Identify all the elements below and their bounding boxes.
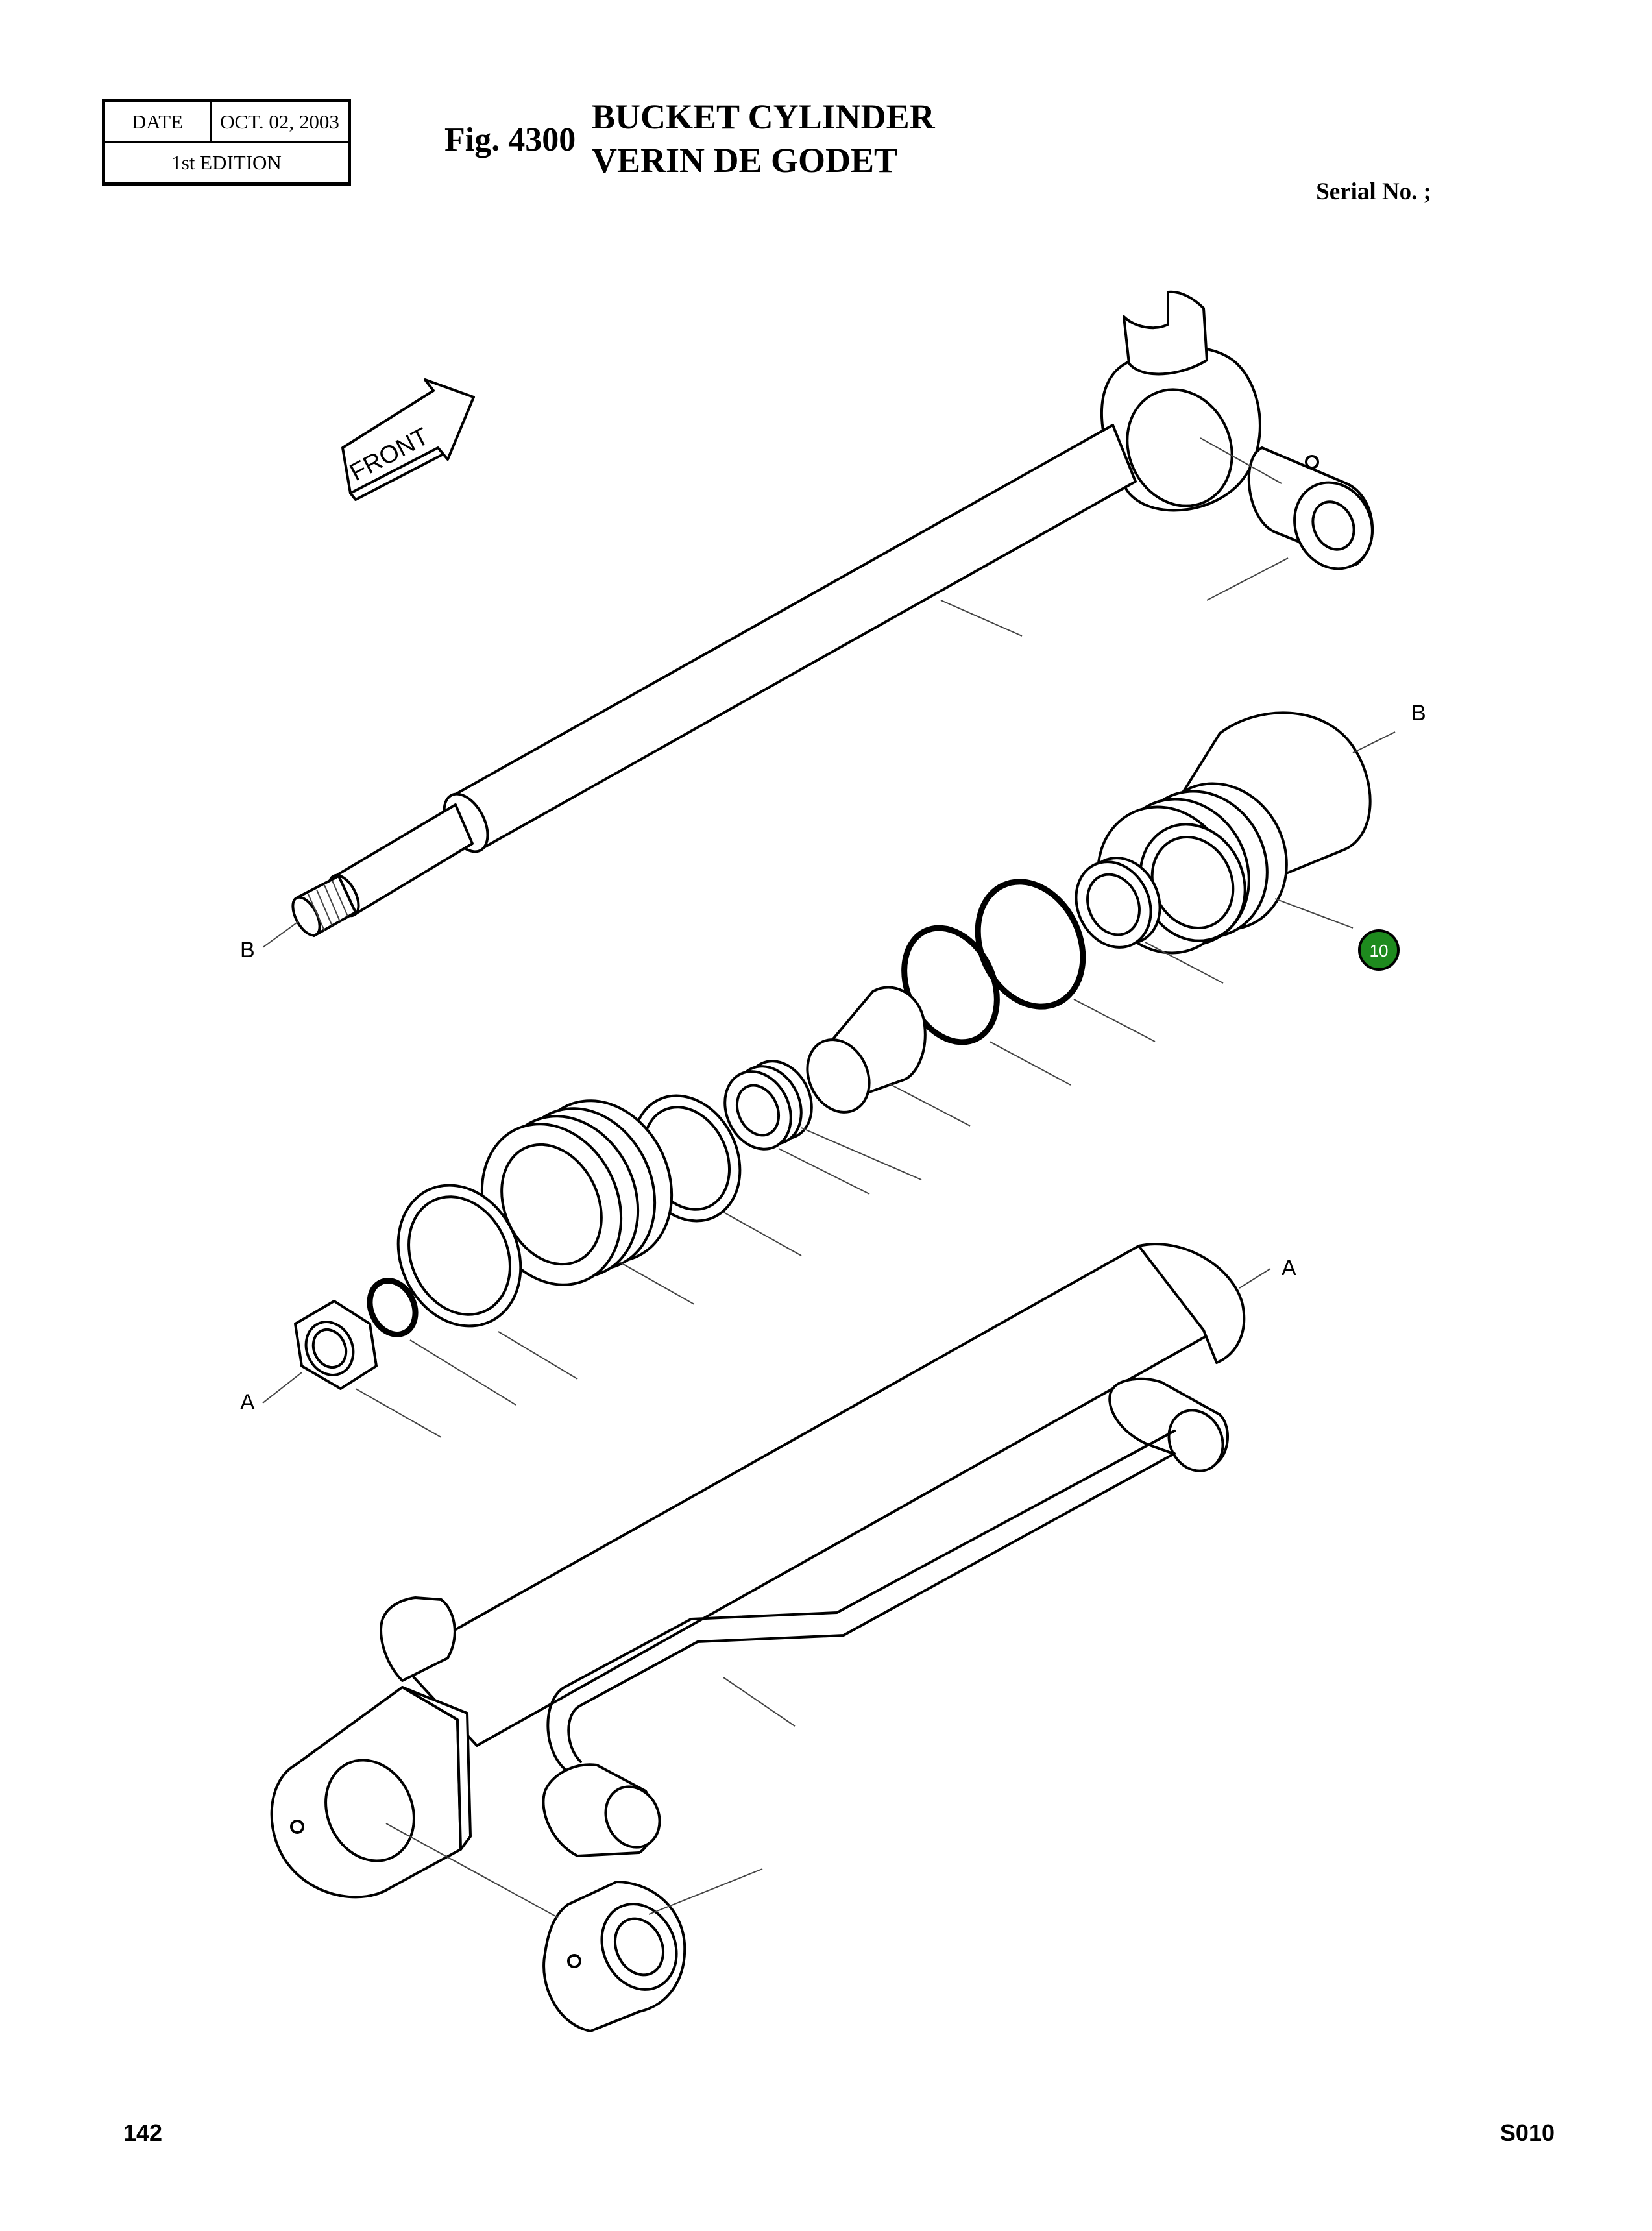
- date-label: DATE: [105, 102, 212, 141]
- lock-nut: [262, 1300, 442, 1438]
- wiper-seal: [1075, 857, 1224, 984]
- piston-rod: [291, 290, 1261, 937]
- piston-seal: [723, 1060, 922, 1195]
- serial-number-label: Serial No. ;: [1316, 178, 1431, 205]
- title-english: BUCKET CYLINDER: [592, 97, 935, 136]
- label-a-nut: A: [240, 1390, 255, 1415]
- callout-number[interactable]: 10: [1370, 941, 1389, 960]
- tube-end-bushing: [385, 1823, 763, 2032]
- callout-badge[interactable]: 10: [1358, 929, 1400, 971]
- label-a-tube: A: [1282, 1256, 1296, 1280]
- date-value: OCT. 02, 2003: [220, 110, 339, 133]
- page-number: 142: [123, 2119, 163, 2146]
- edition-label: 1st EDITION: [171, 151, 282, 174]
- label-b-rod: B: [240, 938, 255, 962]
- figure-number: Fig. 4300: [444, 121, 576, 158]
- o-ring-small: [367, 1278, 516, 1406]
- piston-ring: [396, 1184, 578, 1380]
- section-code: S010: [1500, 2119, 1555, 2146]
- date-row: DATE OCT. 02, 2003: [105, 102, 348, 143]
- spacer-tube: [806, 986, 971, 1127]
- cylinder-tube: [270, 1243, 1271, 1899]
- front-arrow-icon: FRONT: [341, 378, 475, 501]
- title-french: VERIN DE GODET: [592, 141, 898, 180]
- callout-circle[interactable]: [1358, 929, 1400, 971]
- cylinder-head-gland: [1097, 711, 1396, 955]
- rod-end-bushing: [1200, 437, 1374, 601]
- date-edition-box: DATE OCT. 02, 2003 1st EDITION: [102, 99, 351, 186]
- label-b-head: B: [1411, 701, 1426, 725]
